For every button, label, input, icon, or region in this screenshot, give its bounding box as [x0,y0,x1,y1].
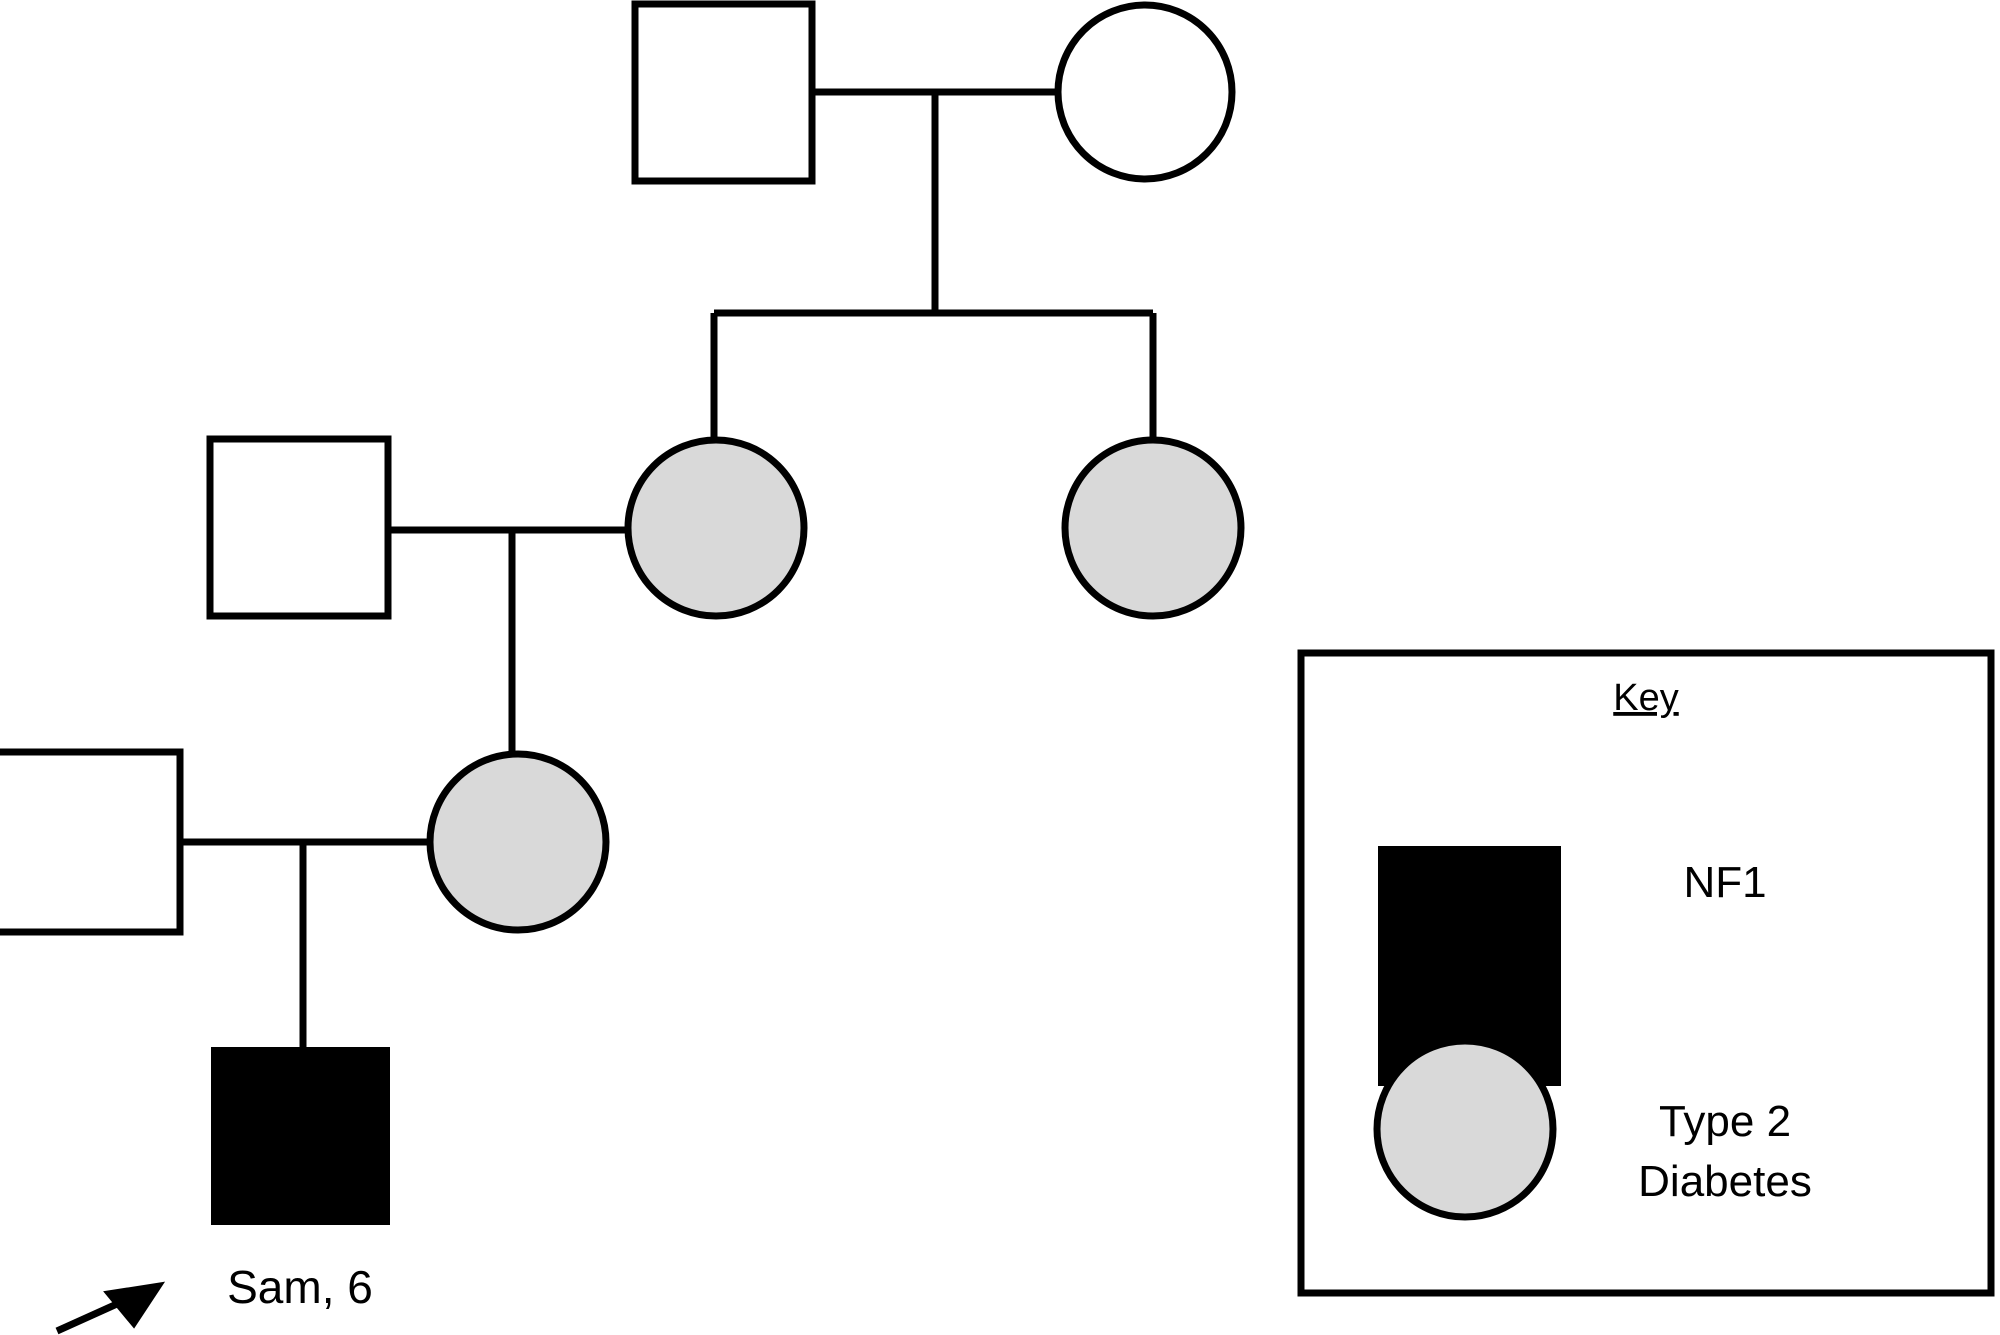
key-label-diabetes-line1: Type 2 [1659,1097,1791,1146]
person-gen2-female-diabetes-2[interactable] [1061,436,1245,620]
key-label-diabetes-line2: Diabetes [1638,1157,1812,1206]
proband-arrow-head [103,1281,166,1329]
key-label-nf1: NF1 [1683,858,1766,907]
person-gen1-male-unaffected[interactable] [631,0,816,185]
person-gen2-female-diabetes[interactable] [624,436,808,620]
key-swatch-diabetes-circle-icon [1373,1037,1557,1221]
proband-arrow-icon [55,1281,166,1335]
person-gen2-male-unaffected[interactable] [206,435,392,620]
proband-label: Sam, 6 [227,1261,373,1313]
person-proband-nf1-affected[interactable] [211,1047,390,1225]
key-title: Key [1613,677,1678,719]
person-gen3-female-diabetes[interactable] [426,750,610,934]
person-gen1-female-unaffected[interactable] [1054,1,1236,183]
person-gen3-male-unaffected[interactable] [0,748,184,936]
